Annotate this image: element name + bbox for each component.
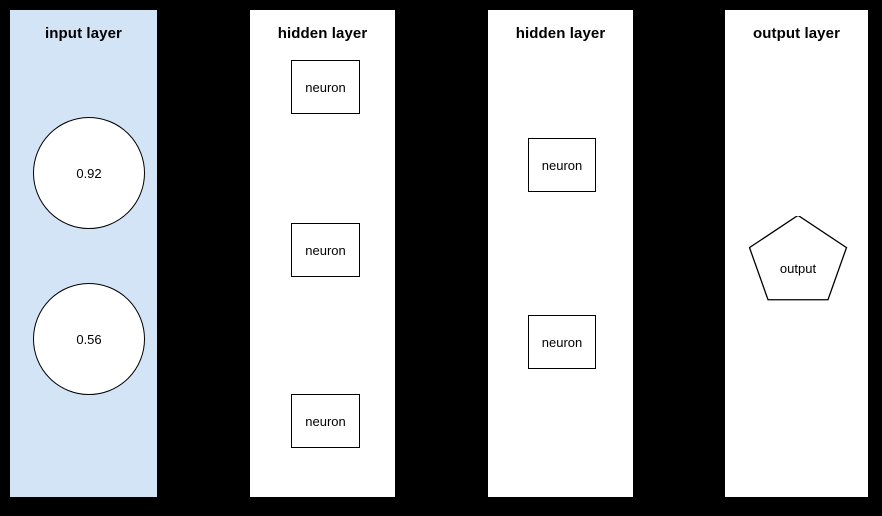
neuron-node-h2-1[interactable] bbox=[528, 138, 596, 192]
neuron-node-h1-2[interactable] bbox=[291, 223, 360, 277]
neuron-node-h2-2[interactable] bbox=[528, 315, 596, 369]
layer-title-input: input layer bbox=[45, 25, 122, 42]
input-node-in-2[interactable] bbox=[33, 283, 145, 395]
output-node-out-1[interactable] bbox=[745, 216, 851, 308]
pentagon-icon bbox=[748, 216, 848, 301]
neuron-node-h1-3[interactable] bbox=[291, 394, 360, 448]
layer-title-hidden-2: hidden layer bbox=[515, 25, 606, 42]
neuron-node-h1-1[interactable] bbox=[291, 60, 360, 114]
layer-title-hidden-1: hidden layer bbox=[277, 25, 368, 42]
input-node-in-1[interactable] bbox=[33, 117, 145, 229]
layer-panel-input: input layer bbox=[10, 10, 157, 497]
layer-panel-hidden-2: hidden layer bbox=[488, 10, 633, 497]
layer-title-output: output layer bbox=[752, 25, 841, 42]
